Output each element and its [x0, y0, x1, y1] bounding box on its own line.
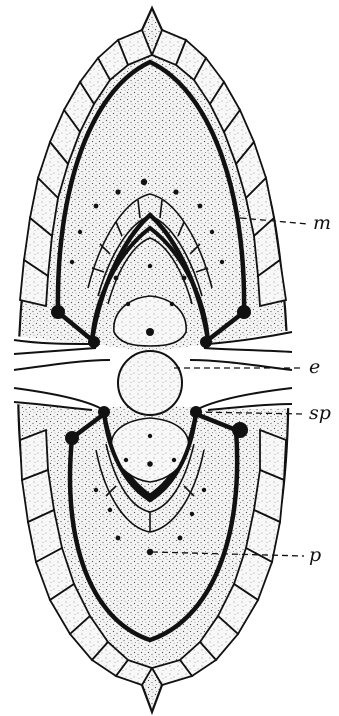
upper-nucleus	[146, 328, 154, 336]
label-sp: sp	[309, 402, 331, 424]
label-m: m	[313, 212, 331, 234]
central-cell	[118, 351, 182, 415]
label-p: p	[309, 544, 321, 566]
label-e: e	[309, 356, 320, 378]
